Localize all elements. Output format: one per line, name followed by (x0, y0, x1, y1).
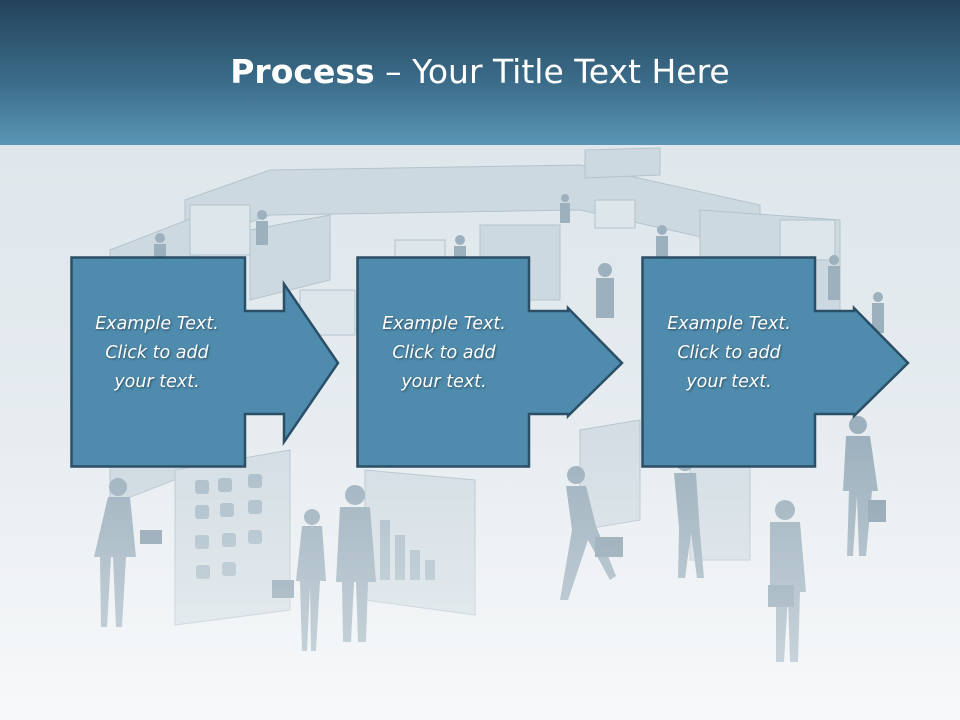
title-rest: – Your Title Text Here (374, 52, 730, 91)
step-1-line-1: Example Text. (95, 314, 219, 334)
process-step-arrow-2[interactable] (356, 256, 626, 468)
slide-title[interactable]: Process – Your Title Text Here (0, 52, 960, 91)
step-2-line-2: Click to add (392, 343, 496, 363)
step-1-line-2: Click to add (105, 343, 209, 363)
process-step-arrow-1[interactable] (70, 256, 340, 468)
step-1-line-3: your text. (114, 372, 200, 392)
step-3-text[interactable]: Example Text. Click to add your text. (643, 310, 815, 397)
title-bold: Process (230, 52, 375, 91)
step-1-text[interactable]: Example Text. Click to add your text. (71, 310, 243, 397)
title-bar (0, 0, 960, 145)
step-2-text[interactable]: Example Text. Click to add your text. (358, 310, 530, 397)
step-2-line-1: Example Text. (382, 314, 506, 334)
step-3-line-1: Example Text. (667, 314, 791, 334)
process-step-arrow-3[interactable] (641, 256, 911, 468)
step-3-line-2: Click to add (677, 343, 781, 363)
step-2-line-3: your text. (401, 372, 487, 392)
step-3-line-3: your text. (686, 372, 772, 392)
